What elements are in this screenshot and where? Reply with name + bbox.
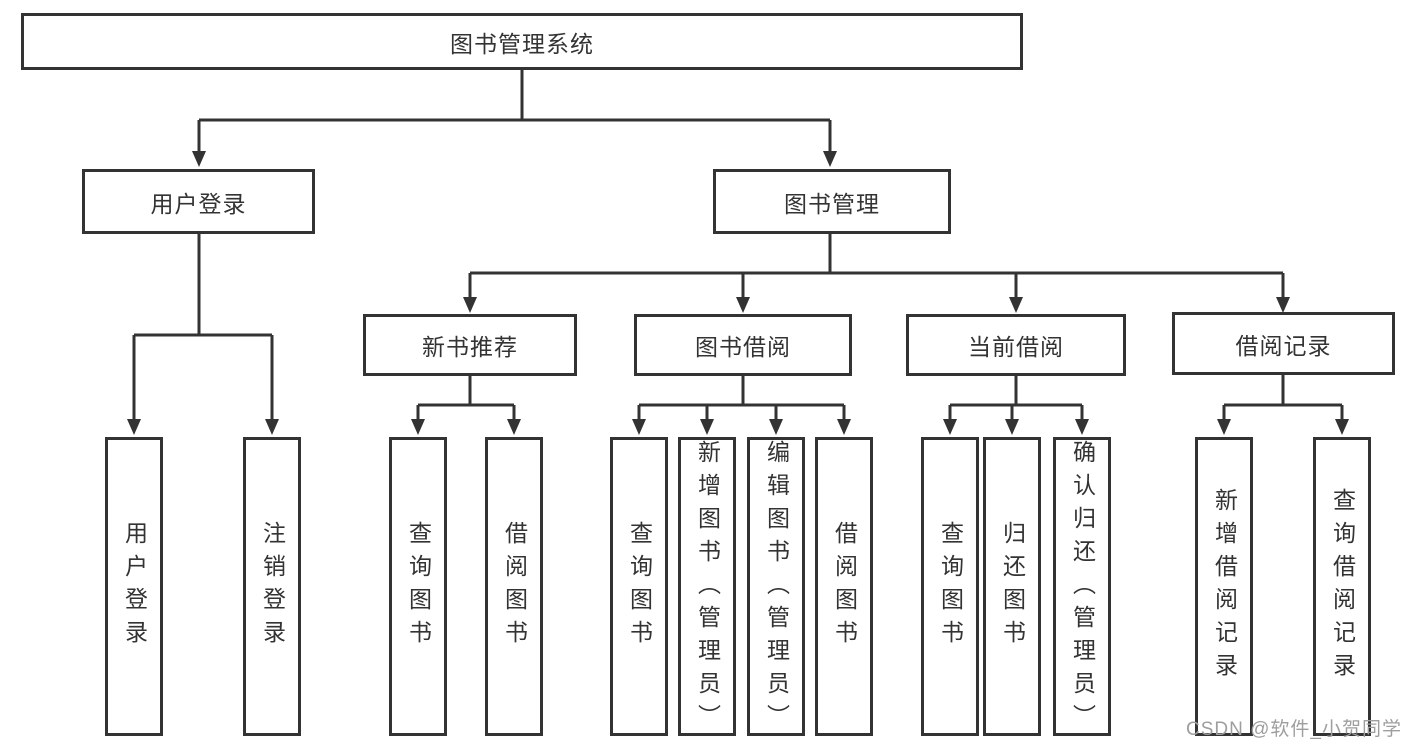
leaf-query-books-recommend: 查询图书 (389, 437, 447, 736)
leaf-add-borrow-record: 新增借阅记录 (1195, 437, 1253, 736)
csdn-watermark: CSDN @软件_小贺同学 (1186, 719, 1402, 740)
node-new-book-recommendation: 新书推荐 (363, 314, 577, 376)
leaf-add-books-admin: 新增图书（管理员） (678, 437, 736, 737)
node-book-management: 图书管理 (713, 169, 951, 234)
leaf-borrow-books: 借阅图书 (815, 437, 873, 736)
leaf-logout: 注销登录 (243, 437, 301, 736)
leaf-confirm-return-admin: 确认归还（管理员） (1053, 437, 1111, 737)
arrowheads (127, 151, 1349, 435)
leaf-borrow-books-recommend: 借阅图书 (485, 437, 543, 736)
node-user-login: 用户登录 (82, 169, 315, 234)
arrow-shafts (132, 120, 1344, 421)
leaf-edit-books-admin: 编辑图书（管理员） (747, 437, 805, 737)
leaf-query-borrow-record: 查询借阅记录 (1313, 437, 1371, 736)
leaf-return-books: 归还图书 (983, 437, 1041, 736)
node-current-borrowing: 当前借阅 (906, 314, 1126, 376)
node-library-management-system: 图书管理系统 (21, 13, 1023, 70)
leaf-query-books-current: 查询图书 (921, 437, 979, 736)
tree-spines (134, 69, 1342, 407)
node-book-borrowing: 图书借阅 (634, 314, 852, 376)
node-borrowing-records: 借阅记录 (1172, 312, 1395, 375)
leaf-query-books-borrowing: 查询图书 (610, 437, 668, 736)
leaf-user-login: 用户登录 (105, 437, 163, 736)
